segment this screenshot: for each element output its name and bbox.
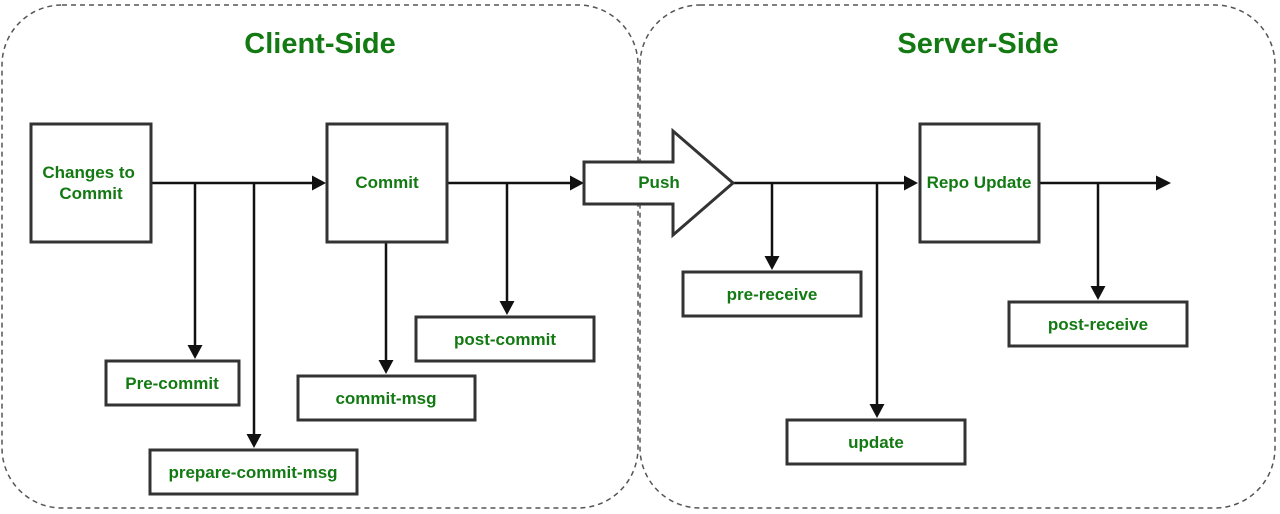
changes-to-commit-box [29,122,153,244]
post-commit-label: post-commit [454,330,556,349]
arrowhead-commit-msg [378,360,394,374]
post-receive-box [1007,300,1189,348]
pre-receive-box [681,270,863,318]
arrowhead-pre-receive [764,256,780,270]
push-label: Push [638,173,680,192]
arrowhead-repo-update [904,175,918,191]
changes-to-commit-line1: Changes to [42,163,135,182]
server-side-title: Server-Side [897,28,1058,60]
post-commit-box [414,315,596,363]
arrowhead-prepare-commit-msg [246,434,262,448]
repo-update-label: Repo Update [927,173,1032,192]
arrowhead-out [1156,175,1171,191]
server-side-region [639,4,1276,509]
client-side-region [1,4,639,509]
client-side-title: Client-Side [244,28,395,60]
pre-commit-label: Pre-commit [125,374,219,393]
arrowhead-commit [312,175,326,191]
prepare-commit-msg-label: prepare-commit-msg [168,463,337,482]
repo-update-box [918,122,1041,244]
pre-receive-label: pre-receive [727,285,818,304]
changes-to-commit-label: Changes to Commit [42,163,139,203]
commit-msg-label: commit-msg [335,389,436,408]
pre-commit-box [104,359,241,407]
commit-box [325,122,449,244]
update-box [785,418,967,466]
prepare-commit-msg-box [148,448,359,496]
arrowhead-post-commit [499,301,515,315]
arrowhead-pre-commit [187,345,203,359]
arrowhead-post-receive [1090,286,1106,300]
arrowhead-push [570,175,584,191]
arrowhead-update [869,404,885,418]
commit-msg-box [296,374,477,422]
push-arrow-shape [582,127,736,239]
post-receive-label: post-receive [1048,315,1148,334]
changes-to-commit-line2: Commit [59,184,123,203]
update-label: update [848,433,904,452]
commit-label: Commit [355,173,419,192]
